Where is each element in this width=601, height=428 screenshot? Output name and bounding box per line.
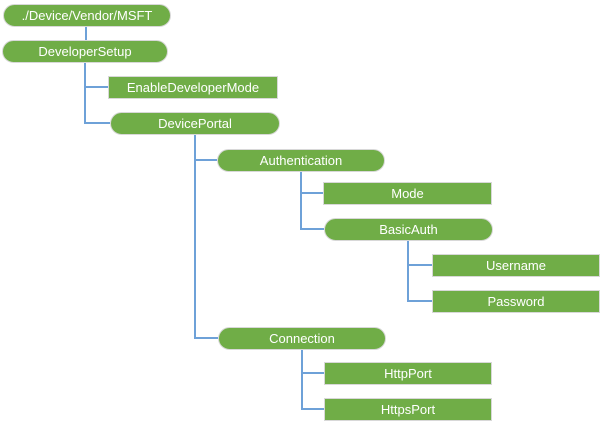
connector-authentication-trunk bbox=[300, 172, 302, 230]
connector-to-authentication bbox=[194, 159, 217, 161]
connector-to-basicauth bbox=[300, 228, 324, 230]
connector-root-developersetup bbox=[85, 27, 87, 40]
connector-connection-trunk bbox=[301, 350, 303, 410]
connector-to-httpsport bbox=[301, 408, 324, 410]
connector-to-deviceportal bbox=[84, 122, 110, 124]
connector-to-mode bbox=[300, 192, 323, 194]
node-httpport: HttpPort bbox=[324, 362, 492, 385]
connector-to-httpport bbox=[301, 372, 324, 374]
connector-developersetup-trunk bbox=[84, 63, 86, 124]
node-mode: Mode bbox=[323, 182, 492, 205]
connector-to-connection bbox=[194, 337, 218, 339]
node-password: Password bbox=[432, 290, 600, 313]
node-connection: Connection bbox=[218, 327, 386, 350]
connector-deviceportal-trunk bbox=[194, 135, 196, 339]
node-authentication: Authentication bbox=[217, 149, 385, 172]
node-developersetup: DeveloperSetup bbox=[2, 40, 168, 63]
connector-to-username bbox=[407, 264, 432, 266]
node-httpsport: HttpsPort bbox=[324, 398, 492, 421]
node-deviceportal: DevicePortal bbox=[110, 112, 280, 135]
node-device-vendor-msft: ./Device/Vendor/MSFT bbox=[3, 4, 171, 27]
node-enabledevelopermode: EnableDeveloperMode bbox=[108, 76, 278, 99]
connector-to-enabledevelopermode bbox=[84, 86, 108, 88]
node-basicauth: BasicAuth bbox=[324, 218, 493, 241]
connector-basicauth-trunk bbox=[407, 241, 409, 302]
connector-to-password bbox=[407, 300, 432, 302]
node-username: Username bbox=[432, 254, 600, 277]
